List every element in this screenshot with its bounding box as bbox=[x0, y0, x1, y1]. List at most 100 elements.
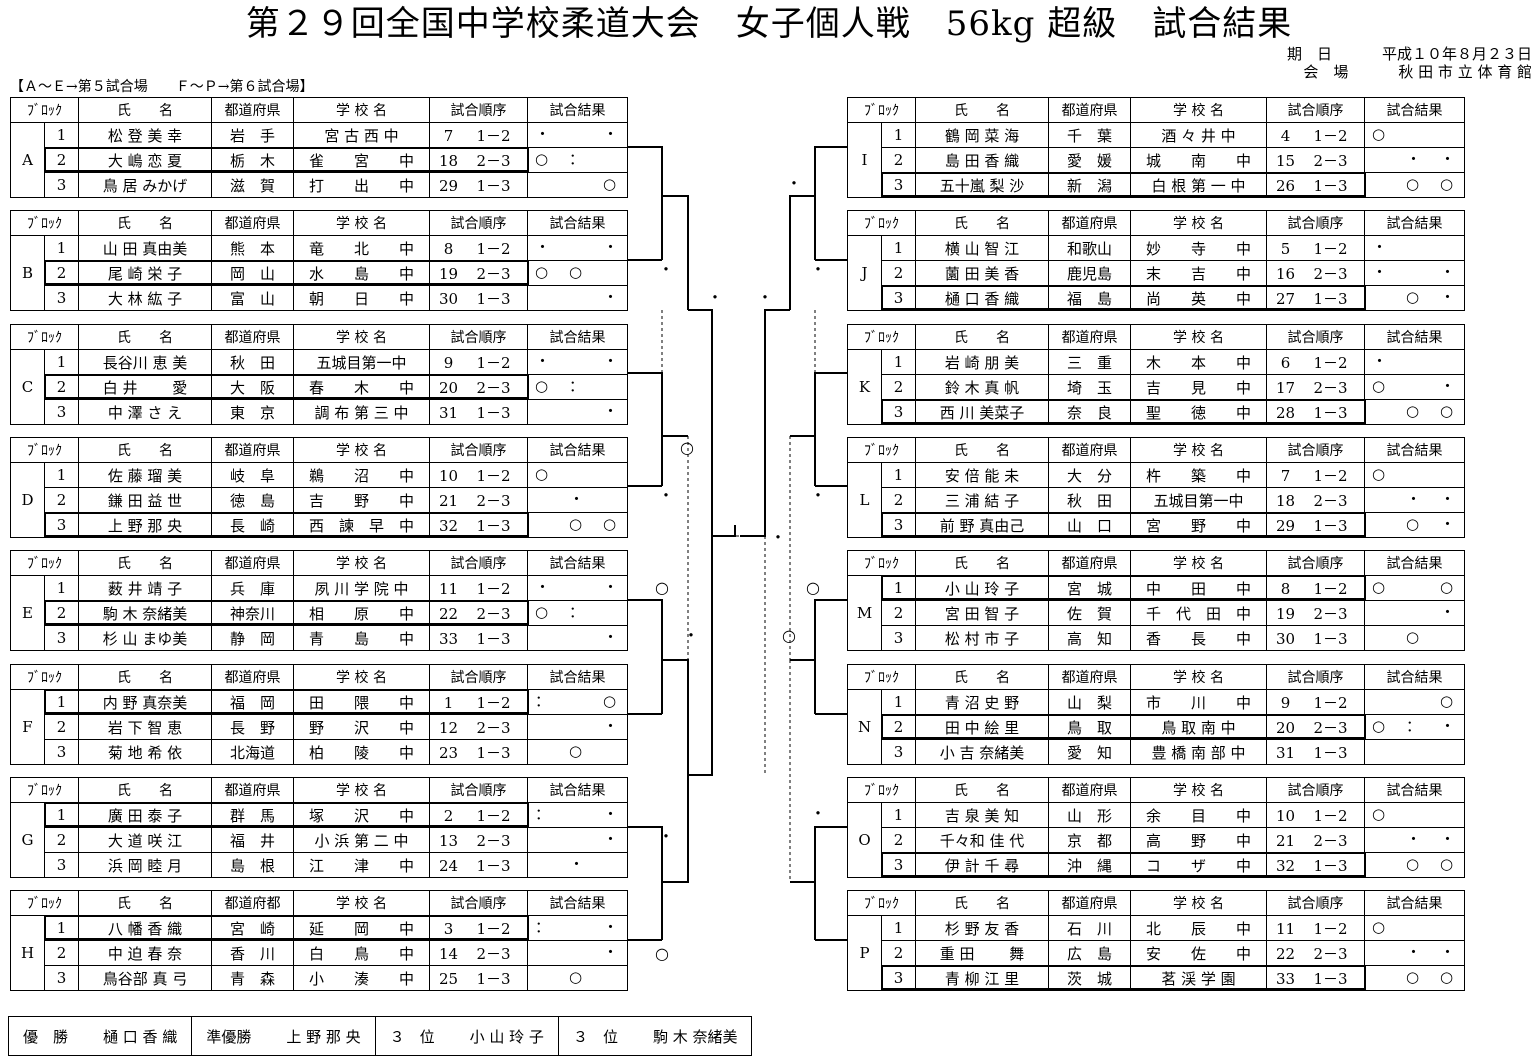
match-pair: 2－3 bbox=[476, 151, 511, 170]
match-result bbox=[527, 399, 628, 425]
competitor-name: 内 野 真奈美 bbox=[78, 689, 212, 715]
result-mark: ○ bbox=[1406, 175, 1420, 193]
name-header: 氏 名 bbox=[915, 324, 1049, 350]
match-pair: 1－2 bbox=[1313, 693, 1348, 712]
school-name: 五城目第一中 bbox=[293, 349, 430, 375]
school-name: 春 木 中 bbox=[293, 374, 430, 400]
third-place-cell-2: ３ 位駒 木 奈緒美 bbox=[557, 1016, 753, 1056]
result-mark: ・ bbox=[1440, 263, 1456, 281]
school-name: 鳥 取 南 中 bbox=[1130, 714, 1267, 740]
result-mark: ・ bbox=[603, 805, 619, 823]
prefecture: 福 島 bbox=[1048, 285, 1131, 311]
school-name: 北 辰 中 bbox=[1130, 915, 1267, 941]
competitor-name: 横 山 智 江 bbox=[915, 235, 1049, 261]
block-header: ﾌﾞﾛｯｸ bbox=[10, 97, 79, 123]
result-mark: ○ bbox=[1440, 855, 1454, 873]
prefecture: 北海道 bbox=[211, 739, 294, 765]
seed-number: 2 bbox=[881, 827, 916, 853]
seed-number: 3 bbox=[44, 399, 79, 425]
bracket-mark: ・ bbox=[658, 827, 675, 846]
match-result bbox=[1364, 852, 1465, 878]
result-header: 試合結果 bbox=[527, 890, 628, 916]
match-pair: 2－3 bbox=[1313, 604, 1348, 623]
prefecture: 宮 城 bbox=[1048, 575, 1131, 601]
match-number: 21 bbox=[1275, 831, 1296, 850]
match-number: 22 bbox=[438, 604, 459, 623]
match-number: 17 bbox=[1275, 378, 1296, 397]
venue-value: 秋 田 市 立 体 育 館 bbox=[1398, 63, 1532, 81]
match-pair: 1－3 bbox=[1313, 856, 1348, 875]
result-mark: ・ bbox=[569, 855, 585, 873]
competitor-name: 山 田 真由美 bbox=[78, 235, 212, 261]
match-result bbox=[527, 802, 628, 828]
seed-number: 2 bbox=[881, 600, 916, 626]
result-mark: ○ bbox=[1440, 692, 1454, 710]
prefecture: 和歌山 bbox=[1048, 235, 1131, 261]
bracket-mark: ・ bbox=[707, 288, 724, 307]
seed-number: 3 bbox=[881, 852, 916, 878]
result-mark: ： bbox=[1406, 717, 1422, 735]
school-name: 調 布 第 三 中 bbox=[293, 399, 430, 425]
prefecture: 高 知 bbox=[1048, 625, 1131, 651]
prefecture: 鳥 取 bbox=[1048, 714, 1131, 740]
pref-header: 都道府県 bbox=[211, 97, 294, 123]
runner-up-name: 上 野 那 央 bbox=[286, 1027, 361, 1046]
result-mark: ○ bbox=[1406, 402, 1420, 420]
match-number: 7 bbox=[443, 126, 454, 145]
bracket-mark: ・ bbox=[786, 174, 803, 193]
prefecture: 京 都 bbox=[1048, 827, 1131, 853]
match-number: 25 bbox=[438, 969, 459, 988]
seed-number: 2 bbox=[44, 827, 79, 853]
school-name: 酒 々 井 中 bbox=[1130, 122, 1267, 148]
prefecture: 愛 知 bbox=[1048, 739, 1131, 765]
result-mark: ○ bbox=[1372, 465, 1386, 483]
match-pair: 2－3 bbox=[1313, 378, 1348, 397]
pref-header: 都道府県 bbox=[1048, 210, 1131, 236]
competitor-name: 前 野 真由己 bbox=[915, 512, 1049, 538]
seed-number: 3 bbox=[881, 285, 916, 311]
pref-header: 都道府県 bbox=[211, 777, 294, 803]
result-header: 試合結果 bbox=[1364, 777, 1465, 803]
result-mark: ・ bbox=[603, 288, 619, 306]
venue-line: 会 場秋 田 市 立 体 育 館 bbox=[1303, 62, 1532, 82]
match-number: 30 bbox=[1275, 629, 1296, 648]
runner-up-label: 準優勝 bbox=[206, 1027, 252, 1046]
order-header: 試合順序 bbox=[1266, 97, 1365, 123]
school-name: 安 佐 中 bbox=[1130, 940, 1267, 966]
result-mark: ： bbox=[569, 377, 585, 395]
result-mark: ○ bbox=[569, 968, 583, 986]
match-pair: 2－3 bbox=[476, 944, 511, 963]
venue-label: 会 場 bbox=[1303, 63, 1349, 81]
match-number: 9 bbox=[1280, 693, 1291, 712]
prefecture: 茨 城 bbox=[1048, 965, 1131, 991]
result-mark: ・ bbox=[1372, 238, 1388, 256]
match-pair: 1－3 bbox=[476, 176, 511, 195]
block-id: K bbox=[847, 349, 882, 425]
match-pair: 1－2 bbox=[476, 579, 511, 598]
match-result bbox=[527, 600, 628, 626]
result-mark: ・ bbox=[569, 490, 585, 508]
match-number: 16 bbox=[1275, 264, 1296, 283]
result-mark: ○ bbox=[569, 263, 583, 281]
winner-label: 優 勝 bbox=[23, 1027, 69, 1046]
competitor-name: 安 倍 能 未 bbox=[915, 462, 1049, 488]
school-name: 白 根 第 一 中 bbox=[1130, 172, 1267, 198]
match-pair: 2－3 bbox=[476, 831, 511, 850]
name-header: 氏 名 bbox=[915, 664, 1049, 690]
competitor-name: 浜 岡 睦 月 bbox=[78, 852, 212, 878]
